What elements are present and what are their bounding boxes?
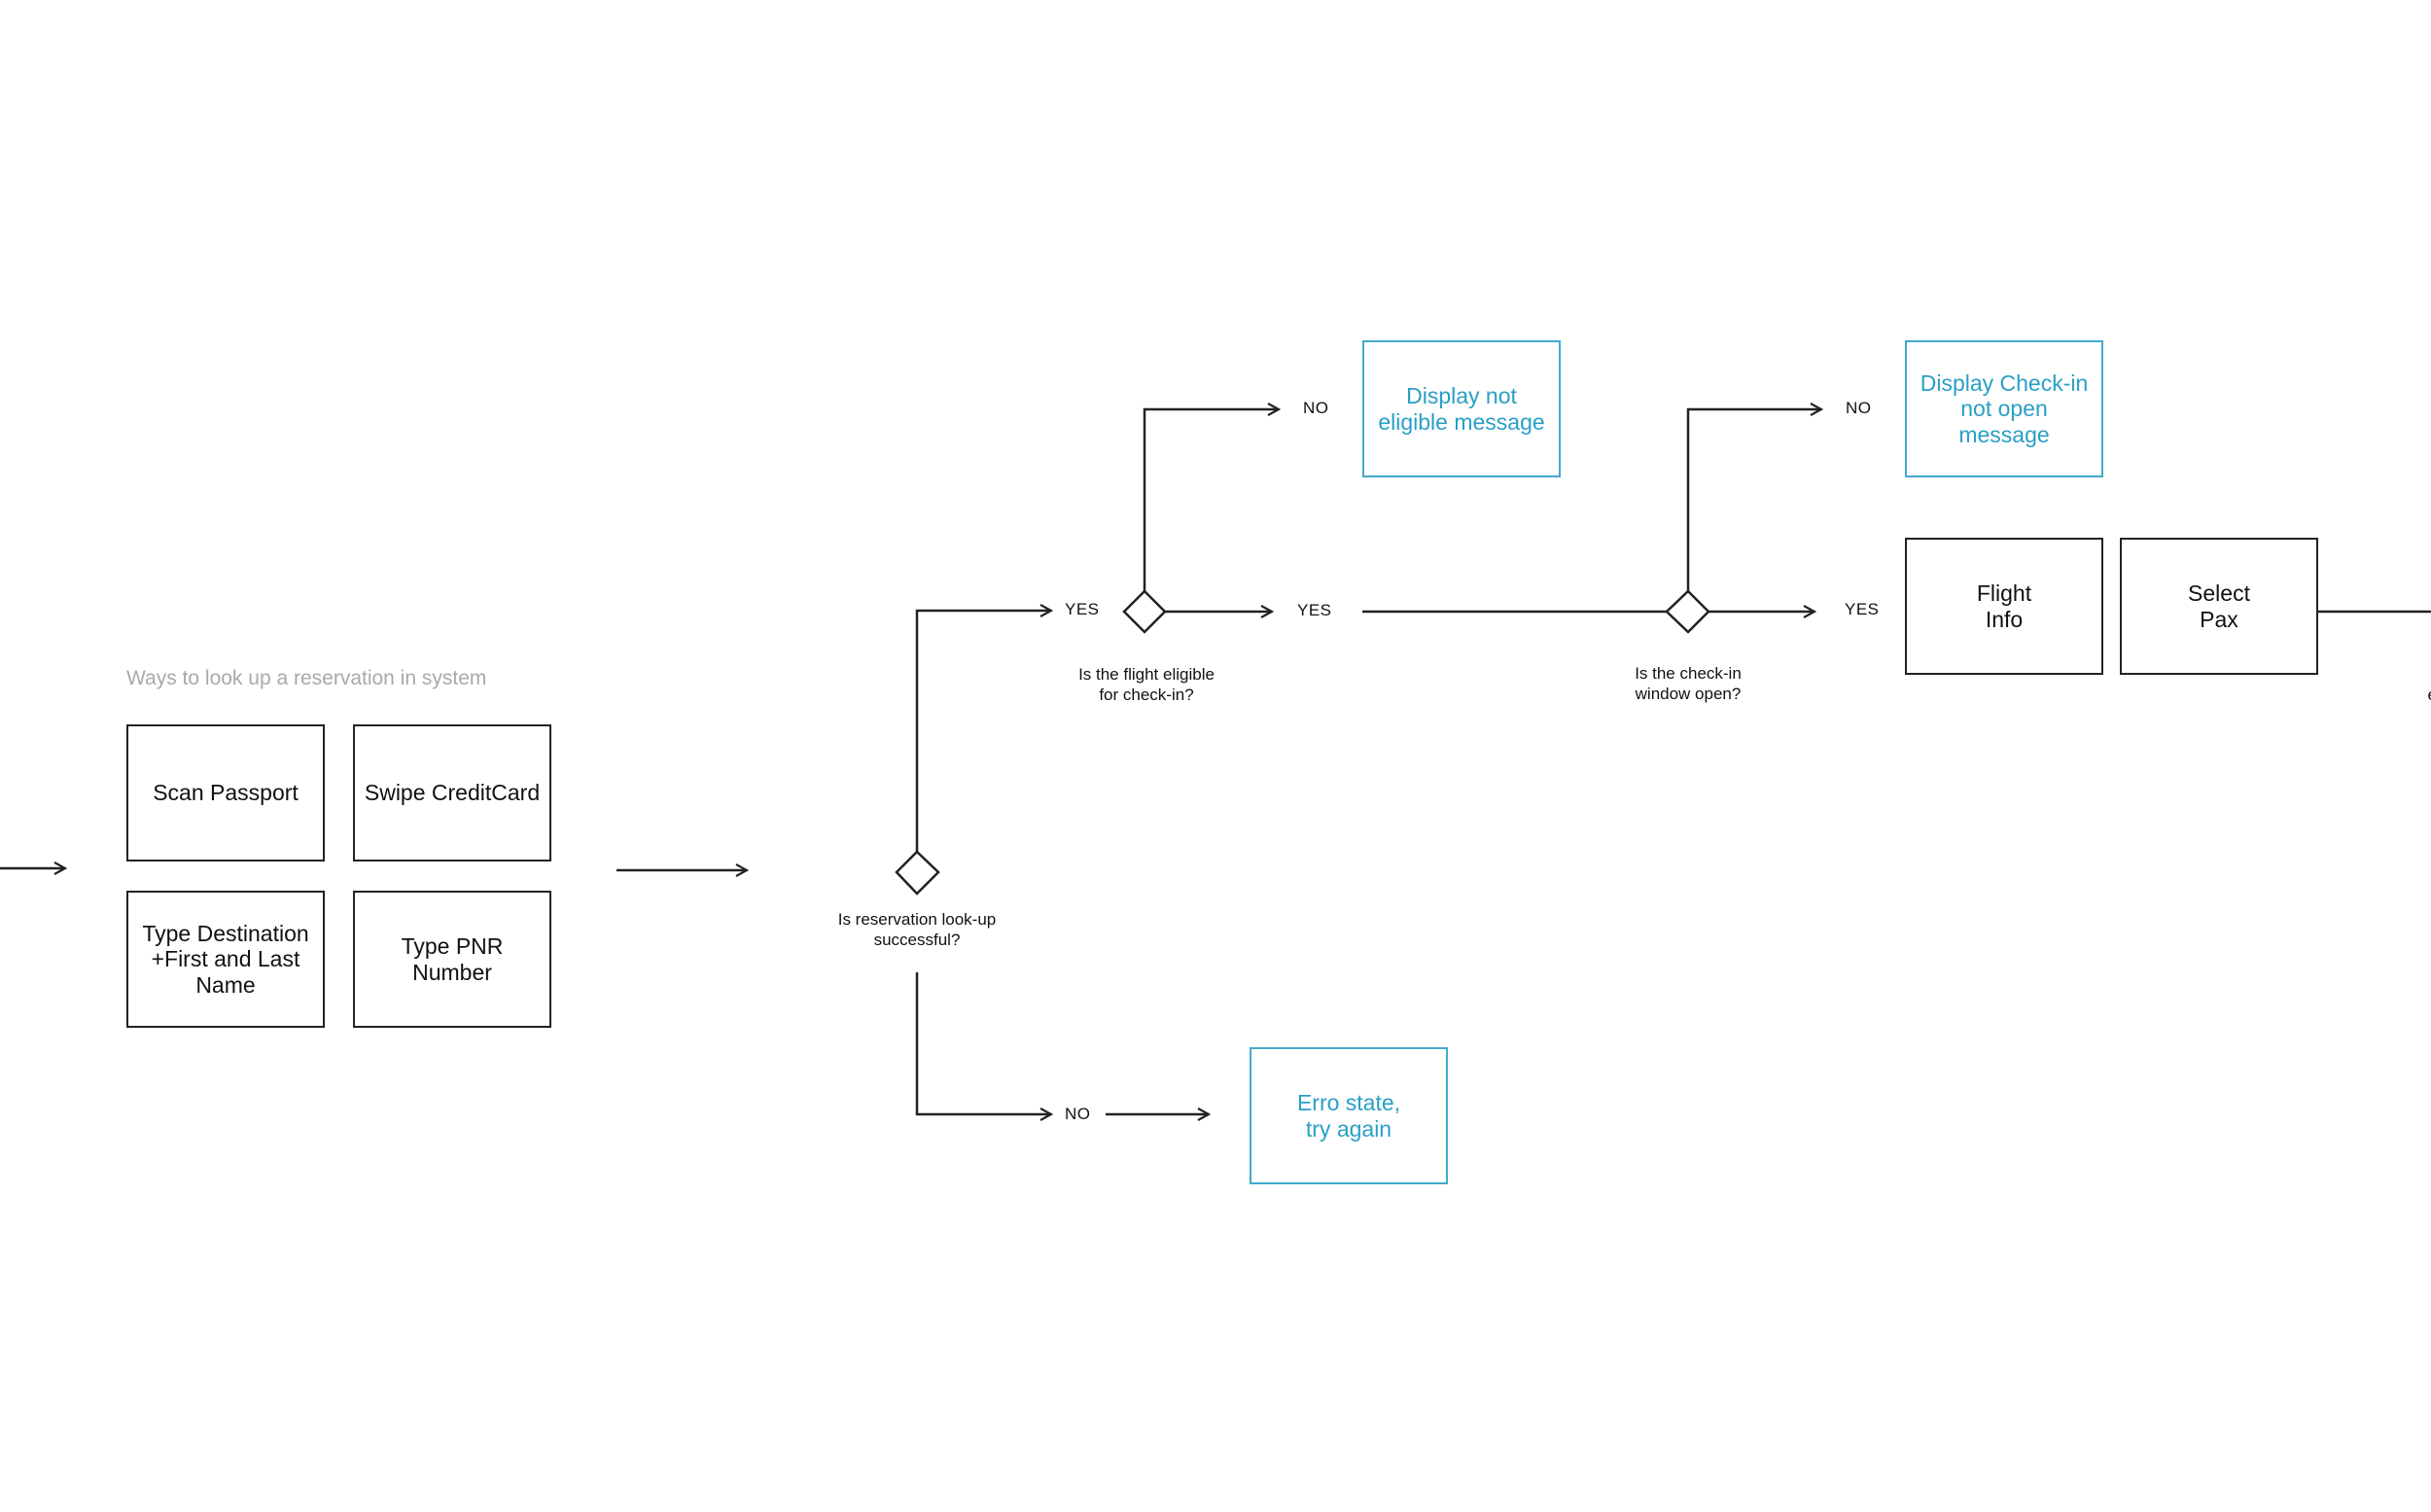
label-yes-window: YES (1845, 600, 1880, 618)
lookup-caption: Ways to look up a reservation in system (126, 667, 487, 689)
error-state-label: Erro state, try again (1296, 1090, 1401, 1142)
label-no-eligible: NO (1303, 399, 1329, 417)
arrow-lookup-no (915, 972, 1051, 1114)
type-destination-label: Type Destination +First and Last Name (142, 920, 309, 998)
question-lookup: Is reservation look-up successful? (837, 910, 997, 950)
swipe-card-label: Swipe CreditCard (364, 780, 541, 806)
scan-passport-box: Scan Passport (126, 724, 325, 861)
decision-diamond-eligible (1122, 589, 1167, 634)
label-yes-eligible: YES (1297, 601, 1332, 619)
question-cut-off: Is eligibl (2373, 664, 2431, 706)
arrow-lookup-yes (915, 611, 1051, 852)
error-state-box: Erro state, try again (1250, 1047, 1448, 1184)
scan-passport-label: Scan Passport (153, 780, 299, 806)
arrow-window-no (1686, 409, 1821, 591)
question-window: Is the check-in window open? (1635, 664, 1742, 704)
not-open-label: Display Check-in not open message (1920, 369, 2089, 447)
not-eligible-label: Display not eligible message (1378, 383, 1545, 435)
decision-diamond-window (1665, 589, 1710, 634)
not-open-box: Display Check-in not open message (1905, 340, 2103, 477)
flight-info-box: Flight Info (1905, 538, 2103, 675)
select-pax-label: Select Pax (2188, 580, 2250, 632)
question-eligible: Is the flight eligible for check-in? (1078, 665, 1215, 705)
not-eligible-box: Display not eligible message (1362, 340, 1561, 477)
label-no-lookup: NO (1065, 1105, 1091, 1123)
label-no-window: NO (1846, 399, 1872, 417)
label-yes-lookup: YES (1065, 600, 1100, 618)
flight-info-label: Flight Info (1976, 580, 2032, 632)
swipe-card-box: Swipe CreditCard (353, 724, 551, 861)
select-pax-box: Select Pax (2120, 538, 2318, 675)
decision-diamond-lookup (895, 850, 940, 896)
type-pnr-label: Type PNR Number (401, 933, 504, 985)
type-pnr-box: Type PNR Number (353, 891, 551, 1028)
arrow-eligible-no (1143, 409, 1279, 591)
type-destination-box: Type Destination +First and Last Name (126, 891, 325, 1028)
